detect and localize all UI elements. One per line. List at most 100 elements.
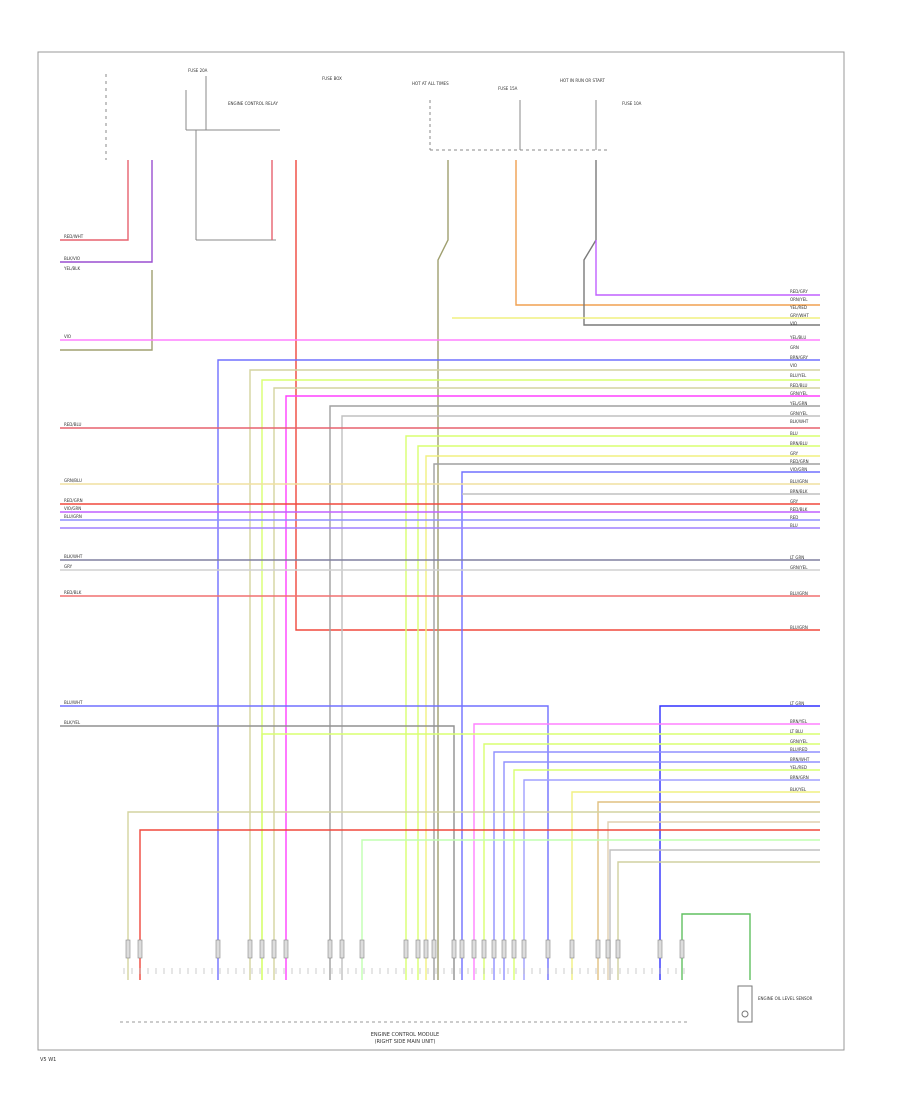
left-wire-label: VIO <box>64 334 71 339</box>
right-wire-labels: RED/GRY ORN/YEL YEL/RED GRY/WHT VIO YEL/BLU GR… <box>789 289 810 792</box>
left-wire-label: VIO/GRN <box>64 506 81 511</box>
connector-pin <box>271 939 277 959</box>
right-wire-label: RED <box>790 515 798 520</box>
right-wire-label: YEL/RED <box>789 765 807 770</box>
connector-pin <box>521 939 527 959</box>
term-30-1-text: HOT AT ALL TIMES <box>412 81 449 86</box>
connector-pin <box>125 939 131 959</box>
left-wire-label: BLK/WHT <box>64 554 83 559</box>
connector-pin <box>545 939 551 959</box>
right-wire-label: BLU <box>790 523 798 528</box>
connector-pin <box>511 939 517 959</box>
connector-pin <box>247 939 253 959</box>
right-wire-label: GRN/YEL <box>790 739 808 744</box>
diagram-title: ENGINE CONTROL MODULE <box>371 1032 439 1038</box>
right-wire-label: GRN <box>790 345 799 350</box>
connector-pin <box>595 939 601 959</box>
connector-pin <box>137 939 143 959</box>
left-wire-label: GRN/BLU <box>64 478 82 483</box>
wires <box>60 160 820 980</box>
connector-pin <box>283 939 289 959</box>
right-wire-label: VIO <box>790 321 797 326</box>
fuse-box-text: FUSE BOX <box>322 76 342 81</box>
connector-pin <box>471 939 477 959</box>
page-label: V5 W1 <box>40 1057 56 1063</box>
right-wire-label: GRN/YEL <box>790 391 808 396</box>
left-wire-label: RED/WHT <box>64 234 84 239</box>
right-wire-label: RED/BLK <box>790 507 808 512</box>
connector-pin <box>215 939 221 959</box>
right-wire-label: LT GRN <box>790 701 804 706</box>
right-wire-label: ORN/YEL <box>790 297 808 302</box>
connector-pin <box>431 939 437 959</box>
left-wire-label: BLU/GRN <box>64 514 82 519</box>
right-wire-label: GRY <box>790 499 799 504</box>
right-wire-label: BLU/RED <box>790 747 807 752</box>
left-wire-label: RED/BLK <box>64 590 82 595</box>
left-wire-label: BLK/YEL <box>64 720 81 725</box>
term-30-2-text: HOT IN RUN OR START <box>560 78 605 83</box>
connector-pin <box>339 939 345 959</box>
connector-pin <box>481 939 487 959</box>
right-wire-label: LT GRN <box>790 555 804 560</box>
right-wire-label: BRN/BLK <box>790 489 808 494</box>
connector-pin <box>657 939 663 959</box>
left-wire-label: RED/BLU <box>64 422 82 427</box>
right-wire-label: BRN/YEL <box>790 719 808 724</box>
connector-pin <box>679 939 685 959</box>
right-wire-label: YEL/GRN <box>789 401 807 406</box>
right-wire-label: LT BLU <box>790 729 803 734</box>
connector-pin <box>451 939 457 959</box>
left-wire-label: GRY <box>64 564 73 569</box>
right-wire-label: BLK/YEL <box>790 787 807 792</box>
right-wire-label: GRN/YEL <box>790 411 808 416</box>
oil-level-sensor: ENGINE OIL LEVEL SENSOR <box>737 985 813 1023</box>
right-wire-label: BLU <box>790 431 798 436</box>
left-wire-label: YEL/BLK <box>63 266 81 271</box>
connector-pin <box>259 939 265 959</box>
connector-pin <box>459 939 465 959</box>
connector-pin <box>415 939 421 959</box>
connector-pin <box>605 939 611 959</box>
fuse-15a-text: FUSE 15A <box>498 86 518 91</box>
left-wire-label: BLK/VIO <box>64 256 80 261</box>
connector-pin <box>423 939 429 959</box>
right-wire-label: BRN/GRY <box>790 355 808 360</box>
right-wire-label: BRN/GRN <box>790 775 809 780</box>
connector-pin <box>359 939 365 959</box>
right-wire-label: GRY/WHT <box>790 313 809 318</box>
right-wire-label: YEL/BLU <box>789 335 806 340</box>
main-relay-text: ENGINE CONTROL RELAY <box>228 101 278 106</box>
right-wire-label: BRN/WHT <box>790 757 810 762</box>
top-components <box>105 74 610 241</box>
right-wire-label: BLU/YEL <box>790 373 807 378</box>
connector-pin <box>491 939 497 959</box>
right-wire-label: VIO <box>790 363 797 368</box>
right-wire-label: RED/GRN <box>790 459 809 464</box>
right-wire-label: BLU/GRN <box>790 479 808 484</box>
diagram-subtitle: (RIGHT SIDE MAIN UNIT) <box>375 1039 436 1045</box>
connector-pin <box>615 939 621 959</box>
diagram-frame <box>37 51 845 1051</box>
sensor-label: ENGINE OIL LEVEL SENSOR <box>758 996 813 1001</box>
right-wire-label: GRN/YEL <box>790 565 808 570</box>
connector-pin <box>403 939 409 959</box>
right-wire-label: BLU/GRN <box>790 591 808 596</box>
right-wire-label: RED/GRY <box>790 289 808 294</box>
right-wire-label: VIO/GRN <box>790 467 807 472</box>
ecm-connector-pins <box>123 939 685 974</box>
left-wire-label: RED/GRN <box>64 498 83 503</box>
right-wire-label: GRY <box>790 451 799 456</box>
right-wire-label: BRN/BLU <box>790 441 808 446</box>
right-wire-label: BLK/WHT <box>790 419 809 424</box>
connector-pin <box>327 939 333 959</box>
right-wire-label: YEL/RED <box>789 305 807 310</box>
connector-pin <box>501 939 507 959</box>
left-wire-labels: RED/WHT BLK/VIO YEL/BLK VIO RED/BLU GRN/… <box>63 234 84 725</box>
left-wire-label: BLU/WHT <box>64 700 83 705</box>
fuse-right-text: FUSE 10A <box>622 101 642 106</box>
right-wire-label: RED/BLU <box>790 383 808 388</box>
right-wire-label: BLU/GRN <box>790 625 808 630</box>
connector-pin <box>569 939 575 959</box>
